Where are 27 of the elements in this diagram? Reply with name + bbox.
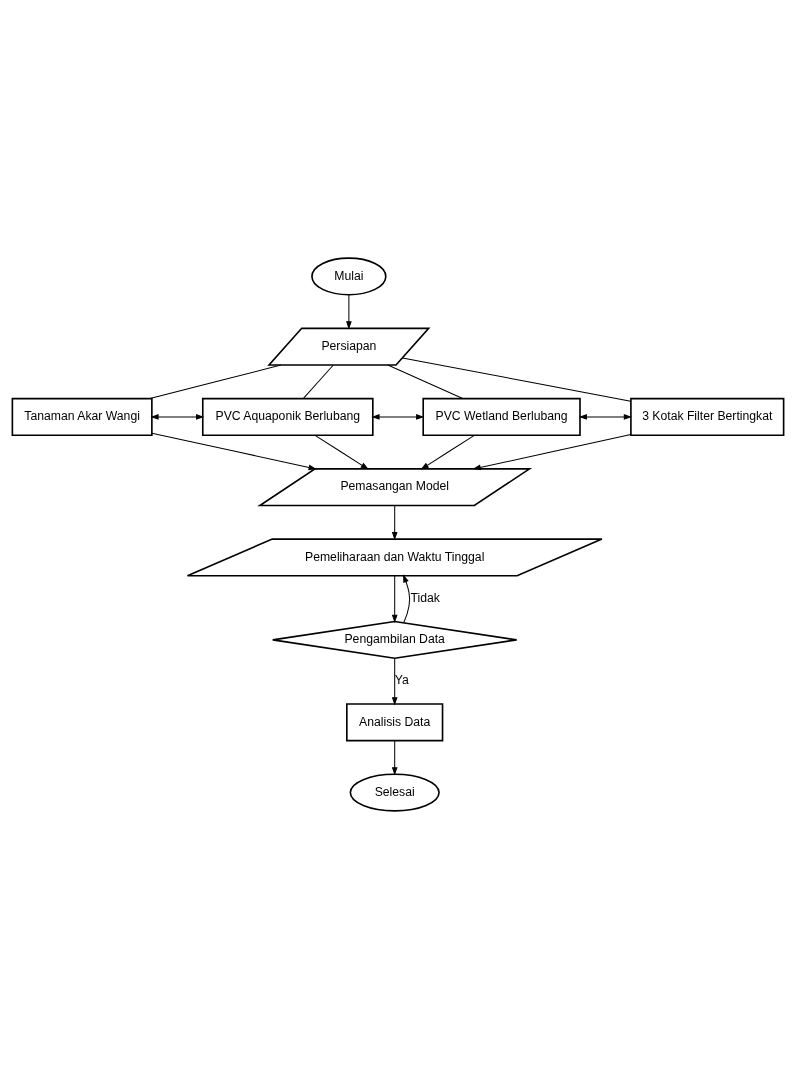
arrow: [391, 575, 398, 623]
node-box: PVC Wetland Berlubang: [422, 397, 581, 437]
node-diamond: Pengambilan Data: [271, 620, 518, 660]
arrow: [472, 434, 632, 471]
arrow: [371, 414, 425, 420]
connector: [149, 364, 282, 400]
node-ellipse: Mulai: [311, 257, 387, 296]
arrow: [314, 434, 369, 470]
node-box: Tanaman Akar Wangi: [11, 397, 153, 437]
arrow: [578, 414, 632, 420]
node-box: PVC Aquaponik Berlubang: [201, 397, 374, 437]
node-box: 3 Kotak Filter Bertingkat: [630, 397, 785, 437]
edge-label: Tidak: [410, 590, 440, 605]
arrow: [391, 740, 398, 776]
arrow: [420, 434, 475, 470]
arrow: [346, 294, 352, 330]
arrow: [391, 505, 398, 541]
edge-label: Ya: [394, 673, 409, 688]
arrow: [151, 432, 317, 471]
node-ellipse: Selesai: [349, 773, 440, 812]
node-box: Analisis Data: [346, 703, 444, 742]
arrow: [150, 414, 205, 420]
connector: [387, 364, 464, 400]
connector: [402, 357, 632, 402]
arrow: [403, 574, 411, 624]
arrow: [391, 657, 398, 706]
connector: [303, 364, 334, 399]
